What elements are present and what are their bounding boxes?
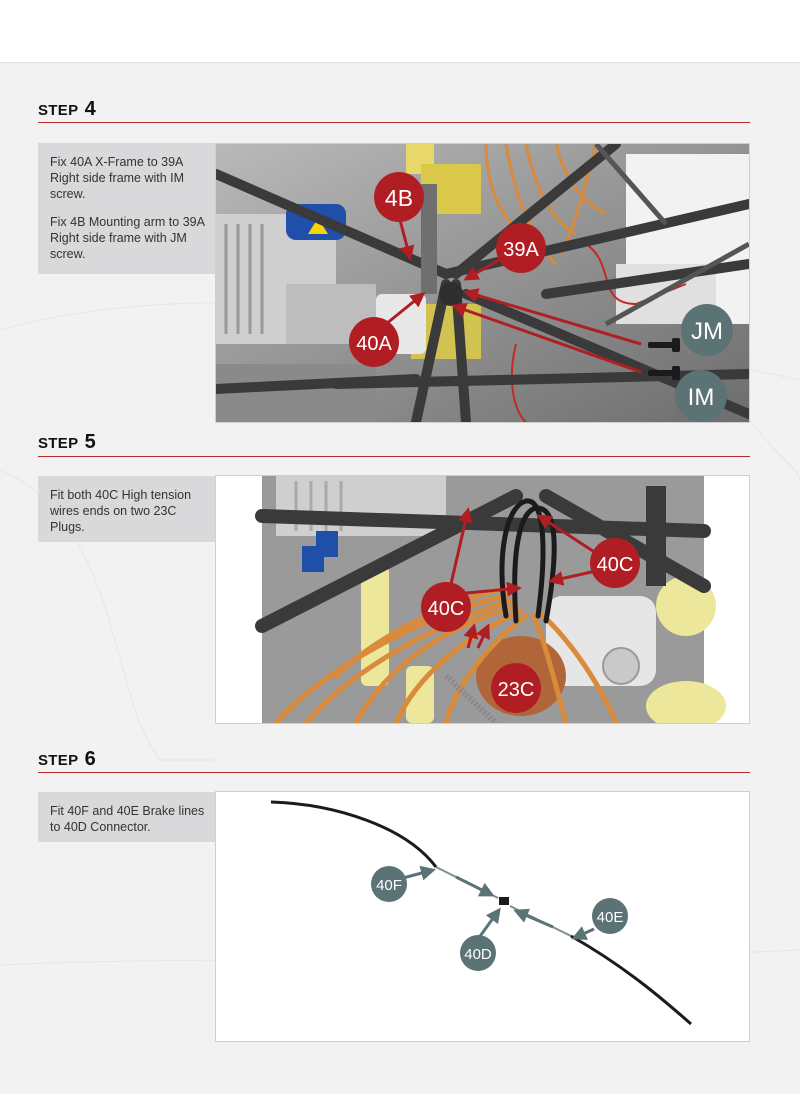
instruction-text: Fit 40F and 40E Brake lines to 40D Conne… [50,804,205,834]
callout-label: 40A [356,333,392,355]
callout-label: 40E [597,909,624,926]
step-label: STEP [38,102,79,119]
step-6-divider [38,772,750,773]
step-label: STEP [38,752,79,769]
instruction-text: Fit both 40C High tension wires ends on … [50,488,192,534]
callout-40c-right: 40C [590,538,640,588]
step-6-title: STEP 6 [38,748,96,771]
callout-23c: 23C [491,663,541,713]
step-number: 5 [84,431,97,453]
callout-label: 40C [428,598,465,620]
top-header-bar [0,0,800,63]
step-4-instructions: Fix 40A X-Frame to 39A Right side frame … [38,143,215,274]
callout-40d: 40D [460,935,496,971]
callout-40c-left: 40C [421,582,471,632]
step-5-illustration: 40C 40C 23C [215,475,750,724]
callout-jm: JM [681,304,733,356]
step-5-divider [38,456,750,457]
callout-40f: 40F [371,866,407,902]
callout-40e: 40E [592,898,628,934]
step-6-illustration: 40F 40D 40E [215,791,750,1042]
instruction-text: Fix 40A X-Frame to 39A Right side frame … [50,155,185,201]
step-number: 4 [84,98,97,120]
callout-4b: 4B [374,172,424,222]
callout-label: IM [688,384,715,411]
step-4-divider [38,122,750,123]
callout-label: JM [691,318,723,345]
step-label: STEP [38,435,79,452]
callout-39a: 39A [496,223,546,273]
callout-label: 23C [498,679,535,701]
callout-label: 4B [385,185,413,211]
step-5-instructions: Fit both 40C High tension wires ends on … [38,476,215,542]
callout-40a: 40A [349,317,399,367]
callout-label: 40C [597,554,634,576]
step-4-title: STEP 4 [38,98,96,121]
instruction-text: Fix 4B Mounting arm to 39A Right side fr… [50,215,205,261]
step-5-title: STEP 5 [38,431,96,454]
step-6-instructions: Fit 40F and 40E Brake lines to 40D Conne… [38,792,215,842]
step-number: 6 [84,748,97,770]
step-4-illustration: 4B 39A 40A JM IM [215,143,750,423]
callout-im: IM [675,370,727,422]
callout-label: 40F [376,877,402,894]
callout-label: 40D [464,946,492,963]
callout-label: 39A [503,239,539,261]
